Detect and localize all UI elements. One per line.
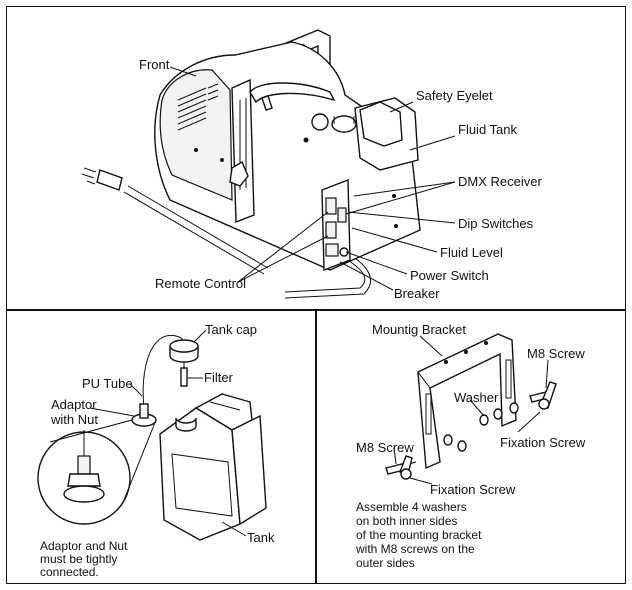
label-mounting-bracket: Mountig Bracket <box>372 322 466 337</box>
assembly-note-line-3: of the mounting bracket <box>356 528 482 542</box>
label-m8-screw-top: M8 Screw <box>527 346 585 361</box>
adaptor-note-line-2: must be tightly <box>40 552 118 566</box>
label-m8-screw-left: M8 Screw <box>356 440 414 455</box>
label-safety-eyelet: Safety Eyelet <box>416 88 493 103</box>
label-front: Front <box>139 57 170 72</box>
label-fixation-screw-right: Fixation Screw <box>500 435 586 450</box>
label-power-switch: Power Switch <box>410 268 489 283</box>
label-tank-cap: Tank cap <box>205 322 258 337</box>
leader-lines-top <box>169 66 456 291</box>
adaptor-note-line-3: connected. <box>40 565 99 579</box>
bottom-right-panel-frame <box>315 309 626 584</box>
label-dip-switches: Dip Switches <box>458 216 534 231</box>
adaptor-note: Adaptor and Nut must be tightly connecte… <box>40 540 127 579</box>
assembly-note-line-1: Assemble 4 washers <box>356 500 467 514</box>
label-pu-tube: PU Tube <box>82 376 133 391</box>
label-fluid-level: Fluid Level <box>440 245 503 260</box>
label-fluid-tank: Fluid Tank <box>458 122 518 137</box>
leader-lines-bottom-right <box>393 335 549 485</box>
label-tank: Tank <box>247 530 275 545</box>
label-breaker: Breaker <box>394 286 440 301</box>
leader-lines-bottom-left <box>89 329 247 537</box>
label-adaptor-line1: Adaptor <box>51 397 97 412</box>
assembly-note-line-4: with M8 screws on the <box>356 542 475 556</box>
vent-slots <box>177 83 219 131</box>
label-adaptor-line2: with Nut <box>51 412 98 427</box>
label-fixation-screw-bottom: Fixation Screw <box>430 482 516 497</box>
adaptor-note-line-1: Adaptor and Nut <box>40 539 128 553</box>
assembly-note-line-5: outer sides <box>356 556 415 570</box>
bottom-left-panel-frame <box>6 309 317 584</box>
label-washer: Washer <box>454 390 499 405</box>
label-remote-control: Remote Control <box>155 276 247 291</box>
label-dmx-receiver: DMX Receiver <box>458 174 542 189</box>
label-filter: Filter <box>204 370 233 385</box>
assembly-note: Assemble 4 washers on both inner sides o… <box>356 500 481 570</box>
assembly-note-line-2: on both inner sides <box>356 514 458 528</box>
label-adaptor-with-nut: Adaptor with Nut <box>51 397 98 427</box>
